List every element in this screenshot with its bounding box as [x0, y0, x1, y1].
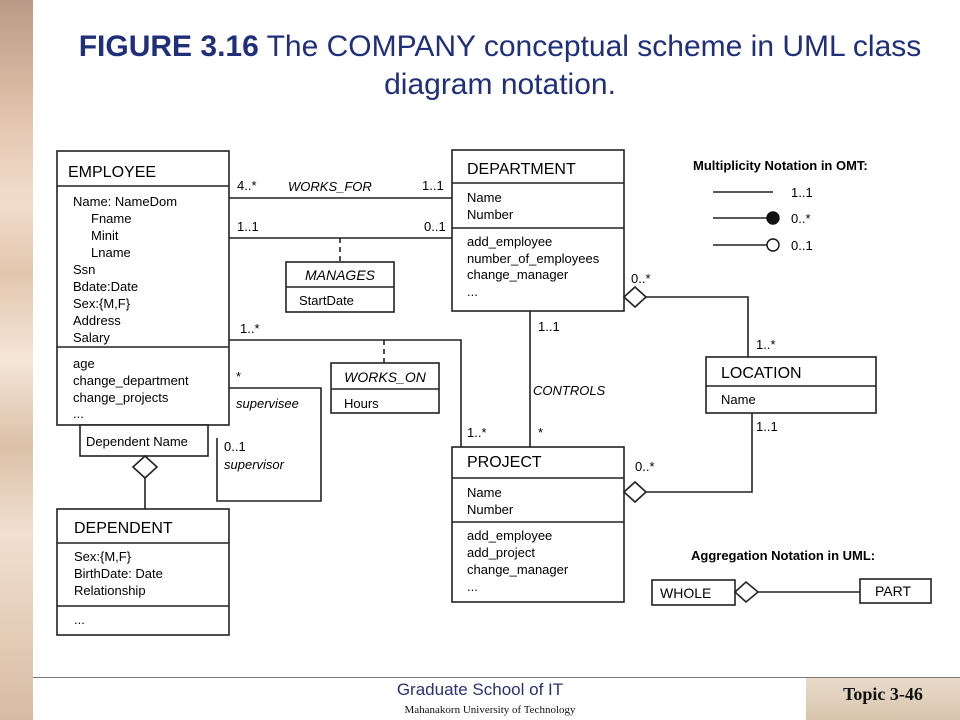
- aggregation-diamond: [131, 454, 159, 480]
- footer-divider: [33, 677, 960, 678]
- project-op: change_manager: [467, 562, 569, 577]
- figure-number: FIGURE 3.16: [78, 30, 259, 63]
- employee-class: EMPLOYEE Name: NameDom Fname Minit Lname…: [56, 150, 230, 426]
- project-attr: Name: [467, 485, 502, 500]
- multiplicity-label: 0..1: [424, 219, 446, 234]
- aggregation-diamond: [733, 580, 760, 604]
- controls-label: CONTROLS: [533, 383, 606, 398]
- multiplicity-label: 1..*: [756, 337, 776, 352]
- filled-circle-icon: [766, 211, 780, 225]
- multiplicity-label: 0..1: [224, 439, 246, 454]
- omt-legend-title: Multiplicity Notation in OMT:: [693, 158, 868, 173]
- works-on-attr: Hours: [344, 396, 379, 411]
- omt-legend: Multiplicity Notation in OMT: 1..1 0..* …: [693, 158, 868, 253]
- aggregation-diamond: [622, 480, 648, 504]
- project-op: add_project: [467, 545, 535, 560]
- employee-op: ...: [73, 406, 84, 421]
- multiplicity-label: 1..1: [422, 178, 444, 193]
- supervisee-label: supervisee: [236, 396, 299, 411]
- multiplicity-label: 1..1: [237, 219, 259, 234]
- multiplicity-label: 4..*: [237, 178, 257, 193]
- project-attr: Number: [467, 502, 514, 517]
- whole-label: WHOLE: [660, 585, 711, 601]
- multiplicity-label: 1..1: [756, 419, 778, 434]
- employee-attr: Minit: [91, 228, 119, 243]
- department-op: change_manager: [467, 267, 569, 282]
- footer-university: Mahanakorn University of Technology: [404, 704, 576, 716]
- multiplicity-label: 0..*: [631, 271, 651, 286]
- location-class: LOCATION Name: [705, 356, 877, 414]
- dependent-attr: BirthDate: Date: [74, 566, 163, 581]
- department-class-name: DEPARTMENT: [467, 161, 576, 178]
- aggregation-legend: Aggregation Notation in UML: WHOLE PART: [651, 548, 932, 606]
- dependent-class-name: DEPENDENT: [74, 520, 173, 537]
- project-op: add_employee: [467, 528, 552, 543]
- department-op: number_of_employees: [467, 251, 600, 266]
- omt-legend-item: 0..1: [791, 238, 813, 253]
- footer-school: Graduate School of IT: [396, 680, 564, 699]
- qualifier-label: Dependent Name: [86, 434, 188, 449]
- employee-op: change_department: [73, 373, 189, 388]
- dependent-attr: Sex:{M,F}: [74, 549, 132, 564]
- department-op: ...: [467, 284, 478, 299]
- multiplicity-label: 0..*: [635, 459, 655, 474]
- aggregation-diamond: [622, 285, 648, 309]
- multiplicity-label: 1..1: [538, 319, 560, 334]
- location-class-name: LOCATION: [721, 365, 802, 382]
- employee-attr: Salary: [73, 330, 110, 345]
- qualifier-box: Dependent Name: [79, 424, 209, 457]
- supervisor-label: supervisor: [224, 457, 285, 472]
- employee-class-name: EMPLOYEE: [68, 164, 156, 181]
- manages-association-class: MANAGES StartDate: [285, 261, 395, 313]
- employee-attr: Bdate:Date: [73, 279, 138, 294]
- project-op: ...: [467, 579, 478, 594]
- multiplicity-label: 1..*: [467, 425, 487, 440]
- dependent-attr: Relationship: [74, 583, 146, 598]
- department-attr: Name: [467, 190, 502, 205]
- figure-caption: The COMPANY conceptual scheme in UML cla…: [266, 30, 922, 101]
- multiplicity-label: *: [236, 369, 241, 384]
- multiplicity-label: *: [538, 425, 543, 440]
- footer-topic: Topic 3-46: [806, 678, 960, 720]
- hollow-circle-icon: [766, 238, 780, 252]
- project-class-name: PROJECT: [467, 454, 542, 471]
- works-on-name: WORKS_ON: [344, 369, 427, 385]
- manages-name: MANAGES: [305, 267, 376, 283]
- omt-legend-item: 0..*: [791, 211, 811, 226]
- employee-op: age: [73, 356, 95, 371]
- employee-op: change_projects: [73, 390, 169, 405]
- multiplicity-label: 1..*: [240, 321, 260, 336]
- employee-attr: Lname: [91, 245, 131, 260]
- department-attr: Number: [467, 207, 514, 222]
- decorative-sidebar: [0, 0, 33, 720]
- manages-attr: StartDate: [299, 293, 354, 308]
- works-on-association-class: WORKS_ON Hours: [330, 362, 440, 414]
- employee-attr: Address: [73, 313, 121, 328]
- part-label: PART: [875, 583, 911, 599]
- works-for-label: WORKS_FOR: [288, 179, 372, 194]
- department-op: add_employee: [467, 234, 552, 249]
- location-attr: Name: [721, 392, 756, 407]
- dependent-op: ...: [74, 612, 85, 627]
- dependent-class: DEPENDENT Sex:{M,F} BirthDate: Date Rela…: [56, 508, 230, 636]
- omt-legend-item: 1..1: [791, 185, 813, 200]
- employee-attr: Name: NameDom: [73, 194, 177, 209]
- aggregation-legend-title: Aggregation Notation in UML:: [691, 548, 875, 563]
- department-class: DEPARTMENT Name Number add_employee numb…: [451, 149, 625, 312]
- employee-attr: Sex:{M,F}: [73, 296, 131, 311]
- employee-attr: Ssn: [73, 262, 95, 277]
- project-class: PROJECT Name Number add_employee add_pro…: [451, 446, 625, 603]
- page-title: FIGURE 3.16 The COMPANY conceptual schem…: [60, 28, 940, 104]
- employee-attr: Fname: [91, 211, 131, 226]
